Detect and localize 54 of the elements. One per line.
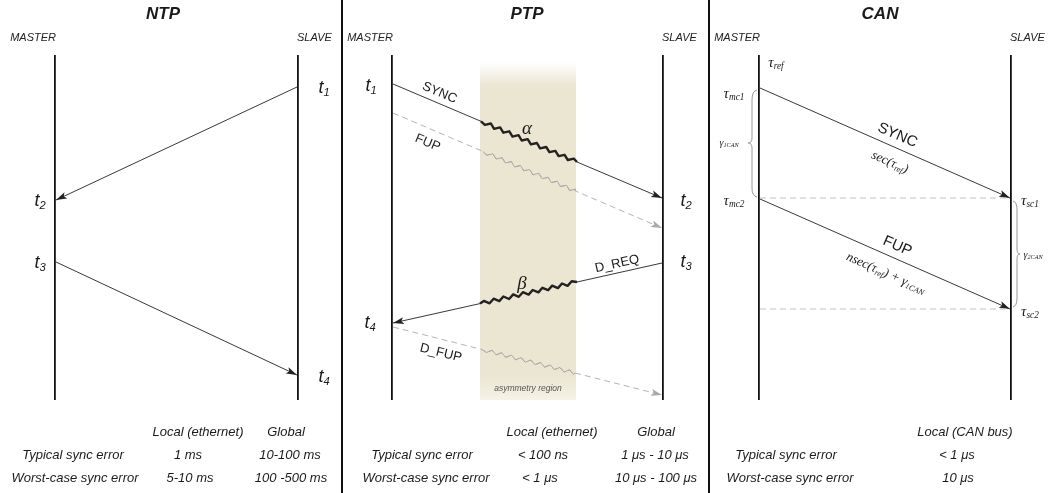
time-label: t$_{3}$ [34,253,46,273]
timestamp-label: τ$_{mc1}$ [723,84,745,102]
delay-symbol: β [517,272,527,294]
column-header: Local (ethernet) [506,424,598,440]
time-label: t$_{3}$ [680,252,692,272]
delay-symbol: α [522,117,532,139]
edge-label: SYNC [875,119,920,150]
interval-label: γ$_{1CAN}$ [719,136,739,148]
column-header: Global [267,424,305,440]
value-text: < 1 μs [939,447,975,463]
column-header: Global [637,424,675,440]
row-label: Worst-case sync error [726,470,854,486]
time-label: t$_{4}$ [318,367,330,387]
time-label: t$_{2}$ [680,191,692,211]
time-label: t$_{2}$ [34,191,46,211]
value-text: 10 μs - 100 μs [614,470,698,486]
lifeline-heading: MASTER [714,31,760,43]
timestamp-label: τ$_{mc2}$ [723,191,745,209]
edge-label: FUP [413,131,443,154]
column-header: Local (CAN bus) [917,424,1013,440]
timestamp-label: τ$_{sc2}$ [1021,302,1039,320]
column-header: Local (ethernet) [152,424,244,440]
time-label: t$_{1}$ [365,76,377,96]
panel-title: PTP [510,4,544,24]
lifeline-heading: SLAVE [662,31,697,43]
row-label: Typical sync error [22,447,124,463]
lifeline-heading: MASTER [10,31,56,43]
interval-label: γ$_{2CAN}$ [1023,248,1043,260]
value-text: 1 ms [173,447,203,463]
timestamp-label: τ$_{ref}$ [768,53,784,71]
lifeline-heading: SLAVE [297,31,332,43]
time-label: t$_{4}$ [364,313,376,333]
lifeline-heading: MASTER [347,31,393,43]
edge-label: SYNC [421,79,460,106]
panel-title: CAN [861,4,899,24]
edge-label: D_REQ [593,251,641,274]
value-text: 5-10 ms [166,470,214,486]
value-text: < 1 μs [522,470,558,486]
value-text: < 100 ns [517,447,569,463]
value-text: 10 μs [942,470,974,486]
row-label: Typical sync error [735,447,837,463]
value-text: 1 μs - 10 μs [621,447,689,463]
lifeline-heading: SLAVE [1010,31,1045,43]
time-label: t$_{1}$ [318,78,330,98]
row-label: Typical sync error [371,447,473,463]
panel-title: NTP [146,4,180,24]
region-label: asymmetry region [494,384,562,394]
edge-label: FUP [880,232,915,259]
row-label: Worst-case sync error [362,470,490,486]
value-text: 100 -500 ms [254,470,328,486]
value-text: 10-100 ms [259,447,321,463]
edge-label: D_FUP [418,340,464,364]
timestamp-label: τ$_{sc1}$ [1021,191,1039,209]
row-label: Worst-case sync error [11,470,139,486]
